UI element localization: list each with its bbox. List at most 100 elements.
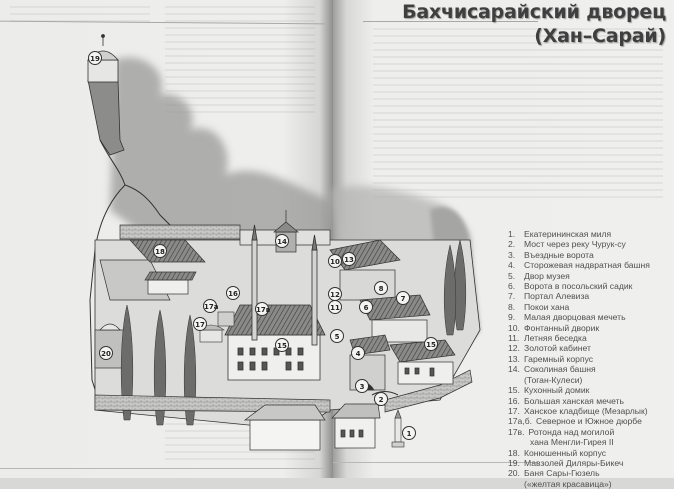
bath-building xyxy=(94,323,126,369)
legend-item: 15. Кухонный домик xyxy=(508,385,674,395)
legend-label: Конюшенный корпус xyxy=(524,447,607,458)
legend-item: 8. Покои хана xyxy=(508,302,674,312)
legend-item: 2. Мост через реку Чурук-су xyxy=(508,239,674,249)
legend-label: Гаремный корпус xyxy=(524,353,594,364)
map-marker: 12 xyxy=(328,287,342,301)
legend-number: 20. xyxy=(508,468,520,479)
map-marker: 19 xyxy=(88,51,102,65)
legend-label: Малая дворцовая мечеть xyxy=(524,312,626,323)
map-marker: 17а xyxy=(203,299,218,313)
legend-item: 4. Сторожевая надвратная башня xyxy=(508,260,674,270)
legend-label: Соколиная башня xyxy=(524,364,596,375)
legend-subline: (Тоган-Кулеси) xyxy=(524,374,583,385)
legend-list: 1. Екатерининская миля 2. Мост через реку … xyxy=(508,229,674,489)
bleed-through-text xyxy=(10,6,150,22)
legend-subline: («желтая красавица») xyxy=(524,478,612,489)
stable-building xyxy=(129,239,206,295)
map-marker: 4 xyxy=(351,346,365,360)
map-marker: 17 xyxy=(193,317,207,331)
legend-item: 16. Большая ханская мечеть xyxy=(508,396,674,406)
legend-item: 12. Золотой кабинет xyxy=(508,343,674,353)
legend-subline: хана Менгли-Гирея II xyxy=(530,437,614,448)
legend-label: Баня Сары-Гюзель xyxy=(524,468,600,479)
title-line-2: (Хан–Сарай) xyxy=(534,25,666,47)
map-marker: 18 xyxy=(153,244,167,258)
legend-number: 4. xyxy=(508,260,516,271)
legend-number: 9. xyxy=(508,312,516,323)
legend-label: Покои хана xyxy=(524,301,570,312)
map-marker: 3 xyxy=(355,379,369,393)
legend-number: 18. xyxy=(508,447,520,458)
legend-number: 2. xyxy=(508,239,516,250)
bottom-rule xyxy=(0,468,325,469)
legend-label: Фонтанный дворик xyxy=(524,322,600,333)
legend-item: 18. Конюшенный корпус xyxy=(508,448,674,458)
legend-label: Ханское кладбище (Мезарлык) xyxy=(524,405,648,416)
legend-item: 13. Гаремный корпус xyxy=(508,354,674,364)
top-rule xyxy=(363,21,538,22)
legend-item: 17а,б.Северное и Южное дюрбе xyxy=(508,416,674,426)
map-marker: 1 xyxy=(402,426,416,440)
map-marker: 20 xyxy=(99,346,113,360)
legend-number: 15. xyxy=(508,385,520,396)
legend-item: 3. Въездные ворота xyxy=(508,250,674,260)
legend-number: 16. xyxy=(508,395,520,406)
legend-number: 8. xyxy=(508,301,516,312)
legend-item: 9. Малая дворцовая мечеть xyxy=(508,312,674,322)
map-marker: 6 xyxy=(359,300,373,314)
legend-item: 17в.Ротонда над могилой xyxy=(508,427,674,437)
map-marker: 8 xyxy=(374,281,388,295)
legend-item: 7.Портал Алевиза xyxy=(508,291,674,301)
legend-number: 17а,б. xyxy=(508,416,533,427)
map-marker: 11 xyxy=(328,300,342,314)
legend-item: 5. Двор музея xyxy=(508,271,674,281)
legend-label: Въездные ворота xyxy=(524,249,594,260)
legend-item: 1. Екатерининская миля xyxy=(508,229,674,239)
bleed-through-text xyxy=(373,28,663,198)
map-marker: 14 xyxy=(275,234,289,248)
legend-label: Ворота в посольский садик xyxy=(524,281,633,292)
legend-label: Золотой кабинет xyxy=(524,343,591,354)
legend-number: 13. xyxy=(508,353,520,364)
legend-item: 20. Баня Сары-Гюзель xyxy=(508,468,674,478)
legend-number: 6. xyxy=(508,281,516,292)
legend-number: 12. xyxy=(508,343,520,354)
map-marker: 13 xyxy=(342,252,356,266)
map-marker: 15 xyxy=(275,338,289,352)
legend-item: 6. Ворота в посольский садик xyxy=(508,281,674,291)
legend-label: Екатерининская миля xyxy=(524,229,612,239)
bridge xyxy=(371,391,399,396)
legend-label: Мост через реку Чурук-су xyxy=(524,239,626,250)
mausoleum-tower xyxy=(87,34,125,156)
legend-item: 19. Мавзолей Диляры-Бикеч xyxy=(508,458,674,468)
legend-label: Сторожевая надвратная башня xyxy=(524,260,650,271)
legend-number: 5. xyxy=(508,270,516,281)
page-title: Бахчисарайский дворец (Хан–Сарай) xyxy=(402,0,666,48)
big-khan-mosque xyxy=(224,224,326,381)
legend-number: 11. xyxy=(508,333,520,344)
legend-number: 3. xyxy=(508,249,516,260)
legend-number: 19. xyxy=(508,457,520,468)
legend-label: Мавзолей Диляры-Бикеч xyxy=(524,457,624,468)
map-marker: 2 xyxy=(374,392,388,406)
legend-item: 14.Соколиная башня xyxy=(508,364,674,374)
legend-label: Северное и Южное дюрбе xyxy=(536,416,642,427)
legend-number: 1. xyxy=(508,229,516,239)
legend-label: Кухонный домик xyxy=(524,385,590,396)
bottom-rule xyxy=(333,462,538,463)
legend-number: 17в. xyxy=(508,426,525,437)
cemetery xyxy=(197,311,235,343)
legend-label: Большая ханская мечеть xyxy=(524,395,625,406)
title-line-1: Бахчисарайский дворец xyxy=(402,1,666,23)
map-marker: 10 xyxy=(328,254,342,268)
map-marker: 16 xyxy=(226,286,240,300)
map-marker: 15 xyxy=(424,337,438,351)
north-wall xyxy=(119,224,241,240)
bleed-through-text xyxy=(165,6,315,116)
map-marker: 17в xyxy=(255,302,270,316)
legend-label: Двор музея xyxy=(524,270,570,281)
legend-label: Портал Алевиза xyxy=(524,291,590,302)
legend-label: Летняя беседка xyxy=(524,333,587,344)
legend-label: Ротонда над могилой xyxy=(528,426,615,437)
foreground-house xyxy=(243,403,381,451)
